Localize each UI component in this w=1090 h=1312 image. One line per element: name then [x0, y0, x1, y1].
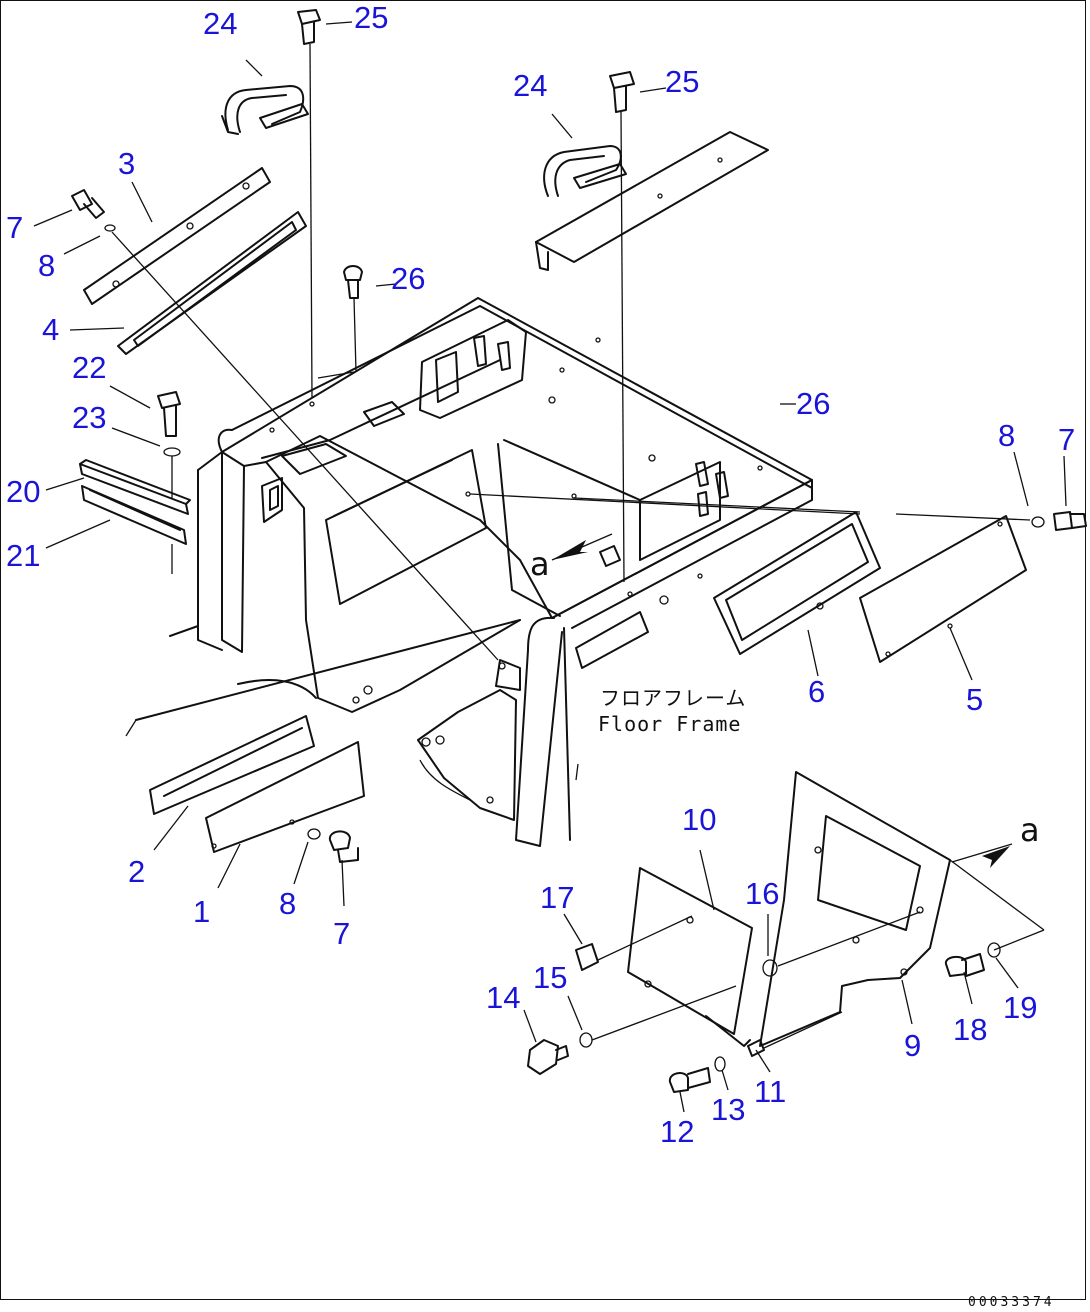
callout-26-left: 26 [391, 261, 426, 296]
bolt-7-washer-8-lower [307, 828, 359, 863]
callout-18: 18 [953, 1012, 988, 1047]
callout-11: 11 [754, 1074, 787, 1109]
callout-15: 15 [533, 960, 568, 995]
knob-14 [527, 1039, 569, 1075]
callout-25-left: 25 [354, 0, 389, 35]
frame-label-english: Floor Frame [598, 712, 742, 736]
top-bracket-plate [535, 131, 769, 271]
callout-10: 10 [682, 802, 717, 837]
view-arrow-lower [951, 843, 1013, 868]
callout-7-lower: 7 [333, 916, 351, 951]
callout-19: 19 [1003, 990, 1038, 1025]
bolt-12-washer-13-nut-11 [668, 1011, 843, 1093]
cover-10 [627, 867, 753, 1047]
callout-9: 9 [904, 1028, 922, 1063]
view-marker-lower: a [1020, 811, 1040, 849]
callout-12: 12 [660, 1114, 695, 1149]
cover-2 [149, 715, 315, 815]
plate-21 [81, 485, 187, 574]
callout-17: 17 [540, 880, 575, 915]
leader-lines [33, 21, 1067, 1113]
handle-24-right [543, 145, 627, 197]
view-marker-upper: a [530, 545, 550, 583]
frame-label-japanese: フロアフレーム [600, 686, 747, 710]
callout-23: 23 [72, 400, 107, 435]
view-arrow-upper [551, 533, 613, 561]
callout-16: 16 [745, 876, 780, 911]
callout-14: 14 [486, 980, 521, 1015]
callout-20: 20 [6, 474, 41, 509]
drawing-number: 00033374 [968, 1295, 1055, 1310]
gasket-6 [713, 511, 881, 655]
callout-25-right: 25 [665, 64, 700, 99]
callout-5: 5 [966, 682, 984, 717]
handle-24-left [221, 85, 309, 135]
callout-8-left: 8 [38, 248, 56, 283]
callout-13: 13 [711, 1092, 746, 1127]
callout-6: 6 [808, 674, 826, 709]
callout-4: 4 [42, 312, 60, 347]
bolt-22-washer-23 [157, 391, 181, 498]
cover-5 [859, 515, 1027, 663]
washer-16 [762, 911, 921, 977]
callout-7-right: 7 [1058, 422, 1076, 457]
callout-8-lower: 8 [279, 886, 297, 921]
nut-17 [575, 915, 693, 971]
callout-3: 3 [118, 146, 136, 181]
bolt-7-washer-8-left [71, 189, 499, 661]
bolt-25-right [609, 71, 635, 583]
callout-8-right: 8 [998, 418, 1016, 453]
floor-frame-body [125, 297, 1031, 847]
bolt-25-left [297, 9, 321, 399]
callout-24-left: 24 [203, 6, 238, 41]
callout-22: 22 [72, 350, 107, 385]
bolt-18-washer-19 [944, 942, 1001, 977]
gasket-4 [117, 211, 307, 355]
bolt-26-left [343, 265, 363, 373]
callout-1: 1 [193, 894, 211, 929]
bolt-7-washer-8-right [1031, 511, 1087, 531]
plate-9 [759, 771, 1045, 1047]
callout-2: 2 [128, 854, 146, 889]
cover-3 [83, 167, 271, 305]
washer-15 [579, 985, 737, 1048]
callout-7-left: 7 [6, 210, 24, 245]
cover-1 [205, 741, 365, 853]
callout-26-right: 26 [796, 386, 831, 421]
callout-21: 21 [6, 538, 41, 573]
callout-24-right: 24 [513, 68, 548, 103]
plate-20 [79, 459, 191, 515]
